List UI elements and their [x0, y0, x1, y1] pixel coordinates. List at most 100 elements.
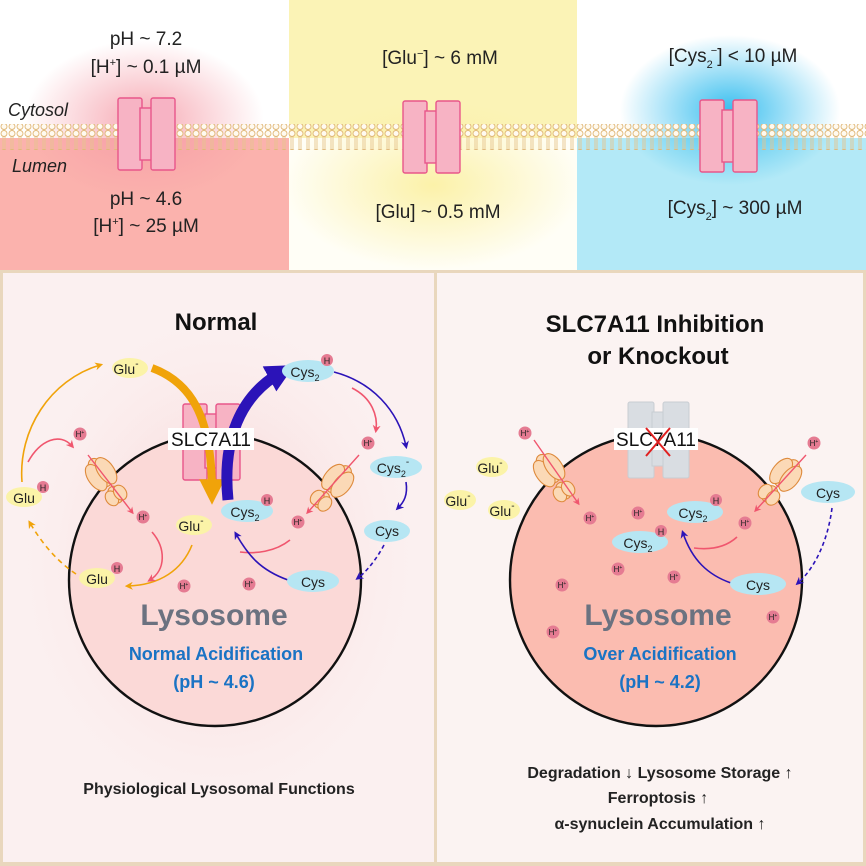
glutamate-transporter-icon	[402, 100, 461, 174]
svg-text:H+: H+	[364, 439, 373, 448]
proton-dot: H+	[807, 436, 821, 450]
cys-lumen: Cys	[730, 573, 786, 595]
v-atpase-left-icon	[532, 453, 576, 503]
proton-dot: H+	[361, 436, 375, 450]
svg-text:H: H	[713, 496, 720, 506]
cytosol-cystine-concentration: [Cys2−] < 10 µM	[669, 45, 798, 71]
v-atpase-left-icon	[84, 457, 128, 507]
svg-text:Cys2: Cys2	[623, 535, 652, 554]
cytosol-label: Cytosol	[8, 100, 69, 120]
proton-dot: H+	[631, 506, 645, 520]
lumen-ph: pH ~ 4.6	[110, 189, 182, 210]
svg-text:H+: H+	[634, 509, 643, 518]
svg-text:H+: H+	[558, 581, 567, 590]
svg-text:H: H	[264, 496, 271, 506]
proton-dot: H+	[242, 577, 256, 591]
svg-text:Cys2-: Cys2-	[377, 457, 409, 479]
v-atpase-right-icon	[309, 463, 355, 512]
proton-dot: H+	[583, 511, 597, 525]
svg-text:H: H	[324, 356, 331, 366]
cys-lumen: Cys	[287, 570, 339, 592]
svg-text:H+: H+	[294, 518, 303, 527]
glu-cycle-arrow	[20, 362, 104, 483]
svg-text:Glu: Glu	[86, 571, 108, 587]
cytosol-proton-concentration: [H+] ~ 0.1 µM	[91, 57, 202, 78]
cys-cytosol: Cys	[364, 520, 410, 542]
svg-text:H+: H+	[810, 439, 819, 448]
cytosol-glutamate-concentration: [Glu−] ~ 6 mM	[382, 48, 498, 69]
proton-dot: H+	[73, 427, 87, 441]
knockout-cross-icon	[645, 427, 671, 457]
lumen-proton-concentration: [H+] ~ 25 µM	[93, 216, 199, 237]
svg-text:H+: H+	[180, 582, 189, 591]
normal-outcome: Physiological Lysosomal Functions	[83, 781, 355, 798]
svg-text:Cys2: Cys2	[678, 505, 707, 524]
proton-dot: H+	[136, 510, 150, 524]
svg-text:Cys: Cys	[816, 485, 840, 501]
svg-text:H+: H+	[139, 513, 148, 522]
svg-text:H+: H+	[670, 573, 679, 582]
normal-acidification-status: Normal Acidification	[129, 644, 303, 664]
normal-ph-value: (pH ~ 4.6)	[173, 672, 255, 692]
svg-text:Cys2: Cys2	[230, 504, 259, 523]
normal-title: Normal	[175, 309, 258, 336]
svg-text:H: H	[114, 564, 121, 574]
proton-dots: H+ H+ H+ H+ H+ H+ H+ H+ H+ H+	[518, 426, 821, 639]
top-panels: Cytosol Lumen pH ~ 7.2 [H+] ~ 0.1 µM pH …	[0, 0, 866, 270]
svg-text:Cys: Cys	[301, 574, 325, 590]
glu-to-gluh-arrow	[124, 544, 193, 590]
svg-text:H+: H+	[769, 613, 778, 622]
cytosol-ph: pH ~ 7.2	[110, 29, 182, 50]
knockout-title-line2: or Knockout	[587, 343, 728, 370]
knockout-title-line1: SLC7A11 Inhibition	[546, 311, 765, 338]
lumen-label: Lumen	[12, 156, 67, 176]
svg-text:H+: H+	[614, 565, 623, 574]
glu-minus-cytosol: Glu-	[444, 490, 476, 510]
svg-text:Glu-: Glu-	[489, 501, 514, 519]
proton-dot: H+	[766, 610, 780, 624]
proton-dot: H+	[667, 570, 681, 584]
normal-organelle-label: Lysosome	[140, 599, 287, 632]
svg-text:Glu: Glu	[13, 490, 35, 506]
svg-text:Cys2: Cys2	[290, 364, 319, 383]
cys2-h-lumen: Cys2 H	[667, 494, 723, 524]
svg-text:H+: H+	[245, 580, 254, 589]
cystine-transporter-icon	[699, 99, 758, 173]
knockout-organelle-label: Lysosome	[584, 599, 731, 632]
glu-minus-cytosol: Glu-	[112, 358, 148, 378]
proton-dot: H+	[555, 578, 569, 592]
svg-text:Glu-: Glu-	[445, 491, 470, 509]
normal-panel: Normal SLC7A11	[6, 309, 422, 798]
knockout-outcome-3: α-synuclein Accumulation ↑	[554, 816, 765, 833]
cys-cytosol: Cys	[801, 481, 855, 503]
proton-dots: H+ H+ H+ H+ H+ H+	[73, 427, 375, 593]
svg-text:H+: H+	[521, 429, 530, 438]
gluh-cytosol: Glu H	[6, 481, 49, 507]
proton-transporter-icon	[117, 97, 176, 171]
svg-text:Glu-: Glu-	[113, 359, 138, 377]
glutamate-gradient-panel	[283, 0, 583, 270]
cystine-export-arrow	[221, 365, 295, 501]
gluh-lumen: Glu H	[79, 562, 123, 588]
knockout-outcome-1: Degradation ↓ Lysosome Storage ↑	[527, 765, 792, 782]
svg-text:H+: H+	[76, 430, 85, 439]
proton-dot: H+	[611, 562, 625, 576]
svg-text:Cys: Cys	[746, 577, 770, 593]
cys2-minus-cytosol: Cys2-	[370, 456, 422, 479]
cys2-h-lumen: Cys2 H	[612, 525, 668, 554]
svg-text:Cys: Cys	[375, 523, 399, 539]
slc7a11-label: SLC7A11	[171, 430, 251, 451]
knockout-ph-value: (pH ~ 4.2)	[619, 672, 701, 692]
svg-text:H+: H+	[741, 519, 750, 528]
lumen-cystine-concentration: [Cys2] ~ 300 µM	[668, 198, 803, 223]
lumen-glutamate-concentration: [Glu] ~ 0.5 mM	[375, 202, 500, 223]
svg-text:Glu-: Glu-	[477, 458, 502, 476]
over-acidification-status: Over Acidification	[583, 644, 736, 664]
svg-text:Glu-: Glu-	[178, 516, 203, 534]
glu-minus-cytosol: Glu-	[488, 500, 520, 520]
svg-text:H: H	[40, 483, 47, 493]
proton-dot: H+	[177, 579, 191, 593]
proton-dot: H+	[518, 426, 532, 440]
glu-minus-cytosol: Glu-	[476, 457, 508, 477]
